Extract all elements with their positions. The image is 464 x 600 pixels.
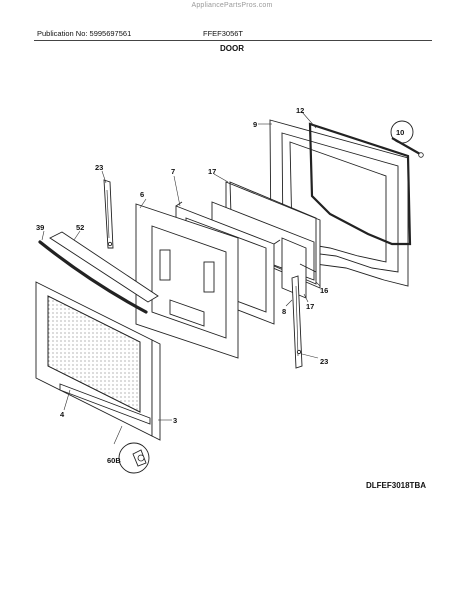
callout-4: 4 [60,410,65,419]
callout-17-top: 17 [208,167,216,176]
door-trim-52 [49,231,159,303]
callout-3: 3 [173,416,177,425]
callout-leaders [41,111,321,445]
callout-23-right: 23 [320,357,328,366]
diagram-code: DLFEF3018TBA [365,481,426,490]
callout-6: 6 [140,190,144,199]
callout-52: 52 [76,223,84,232]
door-gasket-12 [308,122,412,246]
watermark: AppliancePartsPros.com [191,2,273,9]
screw-part-60b-icon [118,442,150,474]
header-divider [34,40,432,41]
screw-part-10-icon [390,120,424,158]
hinge-right-23 [291,275,303,369]
section-title: DOOR [220,44,244,53]
publication-number: Publication No: 5995697561 [37,29,132,38]
callout-9: 9 [253,120,257,129]
callout-7: 7 [171,167,175,176]
glass-17-lower-edge [299,263,317,273]
door-side-trim-3 [151,339,161,441]
callout-12: 12 [296,106,304,115]
door-handle-39 [38,240,148,314]
callout-23-left: 23 [95,163,103,172]
callout-17-lower: 17 [306,302,314,311]
callout-labels: 9 12 10 23 7 17 6 39 52 16 8 17 23 4 3 6… [36,106,404,465]
callout-16: 16 [320,286,328,295]
callout-8: 8 [282,307,286,316]
hinge-left-23 [103,179,114,249]
callout-39: 39 [36,223,44,232]
model-number: FFEF3056T [203,29,244,38]
callout-10: 10 [396,128,404,137]
callout-60b: 60B [107,456,121,465]
door-bottom-trim [59,383,151,425]
